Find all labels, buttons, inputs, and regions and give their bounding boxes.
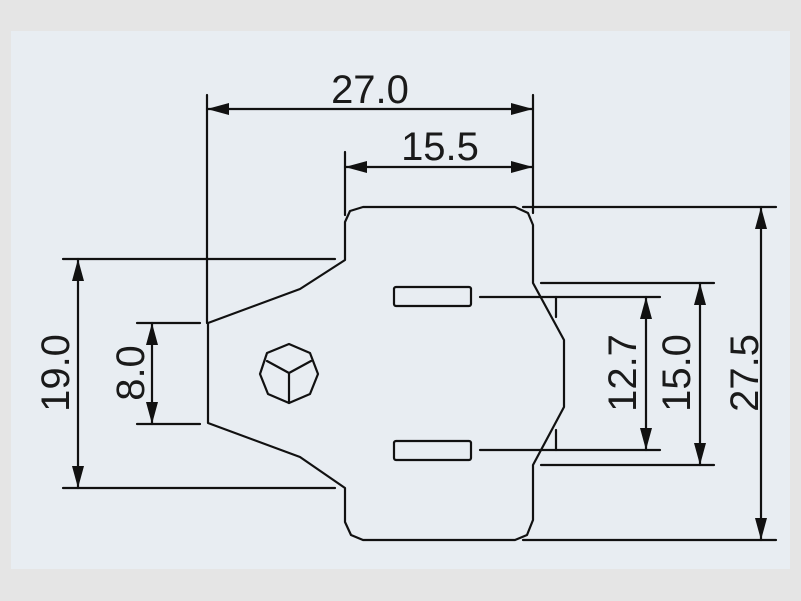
dim-flange-height: 19.0 [34,334,78,412]
blade-slot-top [392,285,473,308]
tab-height-arrow-start [146,323,158,345]
hex-screw-icon [258,342,320,405]
body-width-arrow-start [345,161,367,173]
dim-body-width: 15.5 [401,125,479,169]
flange-height-arrow-start [72,259,84,281]
drawing-panel [11,31,790,569]
blade-spacing-arrow-start [640,297,652,319]
body-width-arrow-end [511,161,533,173]
blade-outer-spacing-arrow-end [694,443,706,465]
plug-body-outline [206,205,566,542]
dim-blade-outer-spacing: 15.0 [655,334,699,412]
overall-width-arrow-start [207,103,229,115]
overall-width-arrow-end [511,103,533,115]
blade-outer-spacing-arrow-start [694,283,706,305]
blade-spacing-arrow-end [640,428,652,450]
dim-overall-width: 27.0 [331,68,409,112]
overall-height-arrow-start [755,207,767,229]
extension-lines [61,93,778,542]
dim-overall-height: 27.5 [723,334,767,412]
blade-slot-bottom [392,439,473,462]
tab-height-arrow-end [146,402,158,424]
overall-height-arrow-end [755,518,767,540]
dim-tab-height: 8.0 [109,345,153,401]
flange-height-arrow-end [72,466,84,488]
dim-blade-spacing: 12.7 [601,334,645,412]
